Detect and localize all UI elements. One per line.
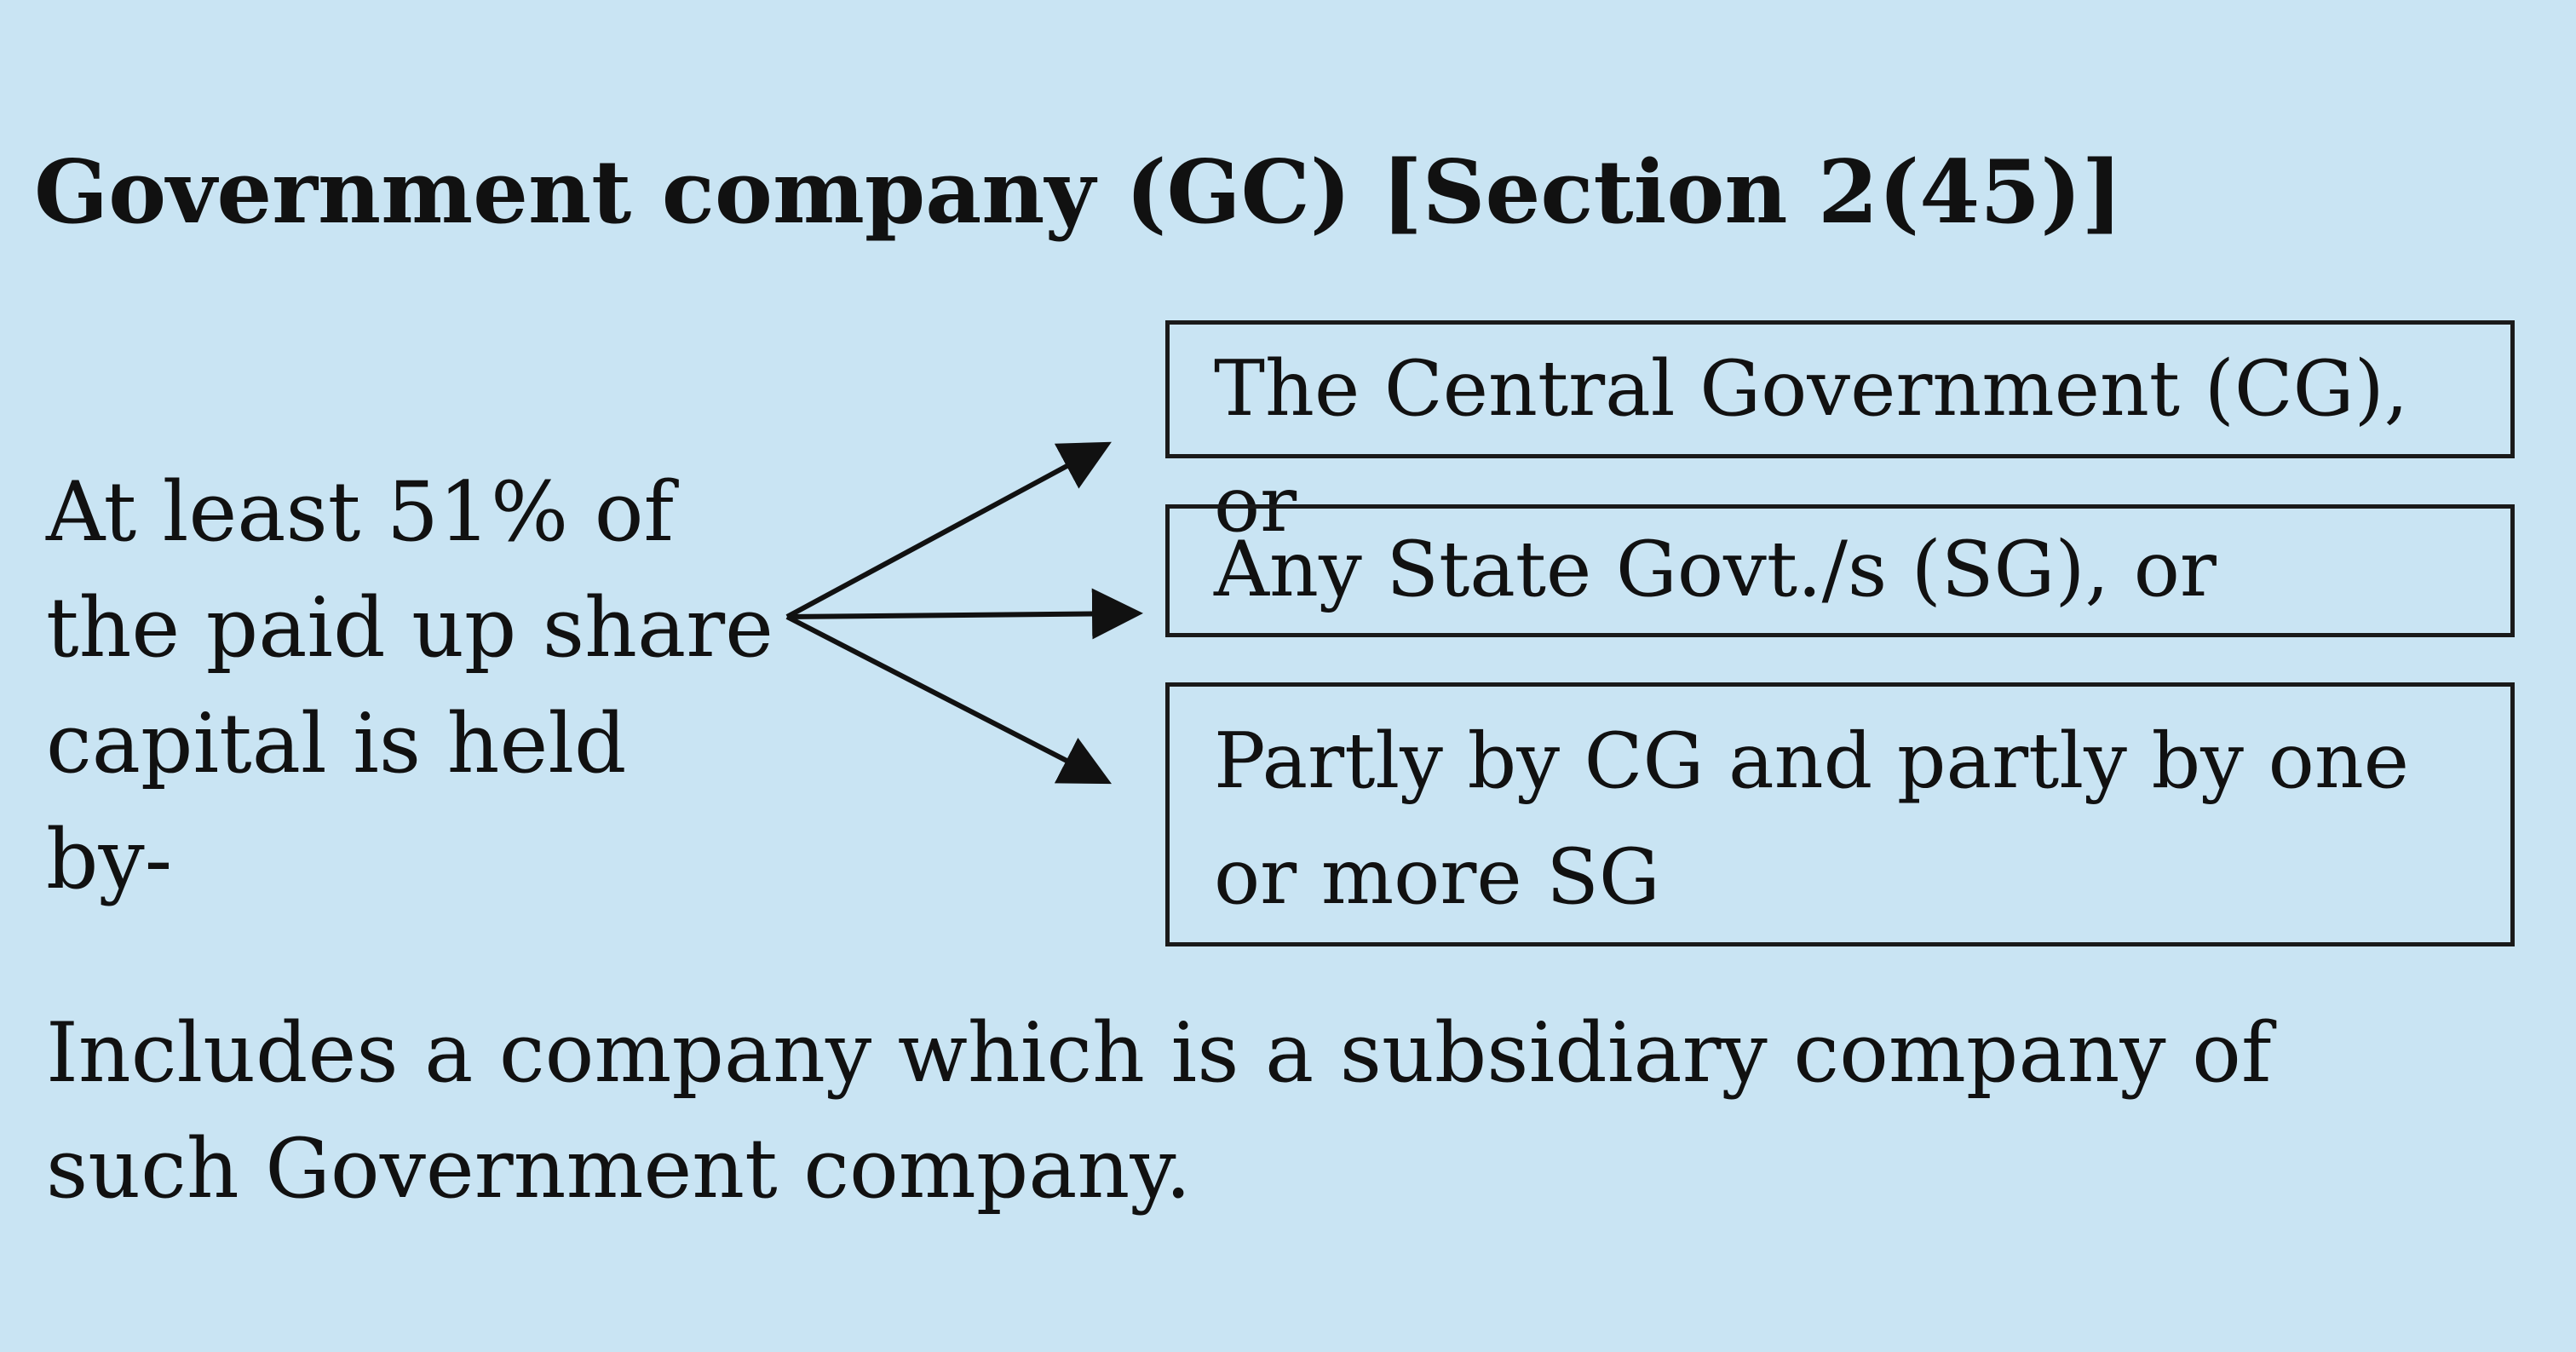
arrow-to-state-government (786, 588, 1143, 640)
option-box-combined-holding: Partly by CG and partly by one or more S… (1165, 682, 2515, 946)
holding-condition-text: At least 51% of the paid up share capita… (46, 464, 773, 907)
option-text: Partly by CG and partly by one or more S… (1214, 716, 2410, 922)
subsidiary-note: Includes a company which is a subsidiary… (46, 1005, 2272, 1217)
diagram-title: Government company (GC) [Section 2(45)] (34, 141, 2123, 244)
arrow-to-central-government (785, 441, 1112, 619)
option-text: The Central Government (CG), or (1214, 344, 2409, 549)
option-text: Any State Govt./s (SG), or (1214, 525, 2217, 614)
arrow-to-combined-holding (785, 614, 1113, 785)
option-box-central-government: The Central Government (CG), or (1165, 320, 2515, 549)
option-box-state-government: Any State Govt./s (SG), or (1165, 504, 2515, 637)
